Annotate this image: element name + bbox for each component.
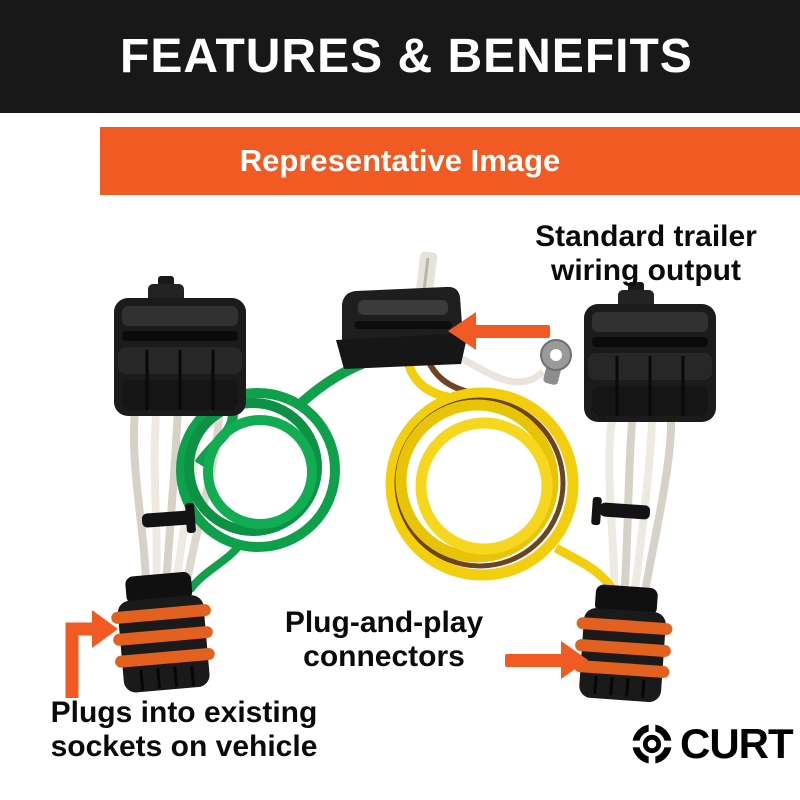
left-vehicle-connector <box>114 276 246 416</box>
bottom-right-plug-connector <box>573 584 673 702</box>
curt-logo-text: CURT <box>680 720 794 767</box>
annotation-line: wiring output <box>551 253 741 287</box>
curt-emblem-icon <box>630 722 674 766</box>
cable-tie-left <box>141 502 196 534</box>
header-banner: FEATURES & BENEFITS <box>0 0 800 113</box>
annotation-vehicle-sockets: Plugs into existing sockets on vehicle <box>22 696 346 764</box>
ground-wire <box>448 348 546 386</box>
bottom-left-plug-connector <box>111 571 215 693</box>
curt-logo: CURT <box>630 720 794 767</box>
representative-image-label: Representative Image <box>239 143 561 178</box>
green-wire-coil <box>176 388 340 552</box>
annotation-line: Plug-and-play <box>284 606 484 639</box>
representative-image-banner: Representative Image <box>100 127 800 195</box>
annotation-line: sockets on vehicle <box>50 729 318 763</box>
annotation-line: Standard trailer <box>535 220 757 253</box>
annotation-plug-and-play: Plug-and-play connectors <box>248 606 520 674</box>
annotation-standard-output: Standard trailer wiring output <box>500 220 792 288</box>
cable-tie-right <box>591 496 651 526</box>
arrow-plug-and-play <box>505 641 588 679</box>
ground-ring-terminal <box>540 339 572 385</box>
annotation-line: connectors <box>303 639 465 673</box>
right-vehicle-connector <box>584 282 716 422</box>
annotation-line: Plugs into existing <box>50 696 318 729</box>
arrow-vehicle-sockets <box>65 610 118 698</box>
yellow-wire-coil <box>385 387 579 581</box>
standard-trailer-output-connector <box>336 251 468 369</box>
arrow-standard-output <box>448 312 550 350</box>
green-wire-lead-bottom <box>186 539 246 593</box>
page-title: FEATURES & BENEFITS <box>120 30 693 83</box>
